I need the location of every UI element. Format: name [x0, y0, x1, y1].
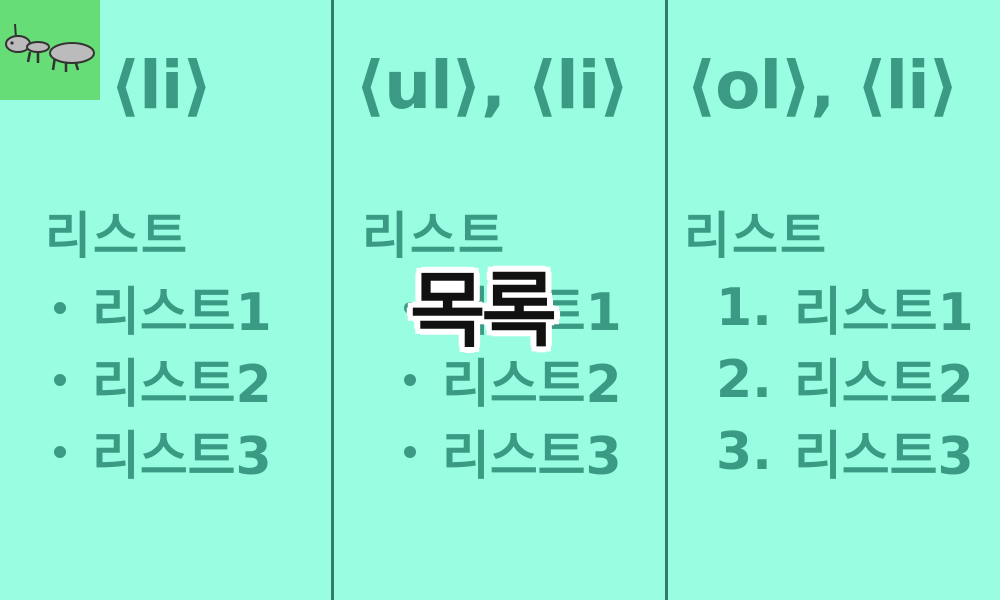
- bullet-marker: [54, 373, 66, 386]
- list-item: 리스트1: [404, 270, 622, 345]
- bullet-marker: [404, 445, 416, 458]
- list-item-text: 리스트3: [92, 427, 272, 487]
- bullet-marker: [54, 445, 66, 458]
- list-item: 리스트2: [404, 342, 622, 417]
- list-item: 3. 리스트3: [716, 414, 974, 489]
- list-title-1: 리스트: [45, 207, 189, 265]
- overlay-title: 목록: [410, 264, 557, 359]
- heading-li: ⟨li⟩: [110, 46, 213, 124]
- heading-ul-li: ⟨ul⟩, ⟨li⟩: [355, 46, 630, 124]
- list-item-text: 리스트3: [442, 427, 622, 487]
- list-title-3: 리스트: [684, 207, 828, 265]
- list-item-text: 리스트1: [92, 283, 272, 343]
- column-divider-2: [665, 0, 668, 600]
- list-item-text: 리스트2: [793, 355, 974, 415]
- list-title-2: 리스트: [362, 207, 506, 265]
- list-item: 리스트1: [54, 270, 272, 345]
- logo: [0, 0, 100, 100]
- list-item-text: 리스트1: [793, 283, 974, 343]
- list-item: 1. 리스트1: [716, 270, 974, 345]
- list-item: 리스트3: [54, 414, 272, 489]
- ant-icon: [5, 23, 95, 72]
- list-item: 2. 리스트2: [716, 342, 974, 417]
- list-item-text: 리스트2: [442, 355, 622, 415]
- list-item-text: 리스트2: [92, 355, 272, 415]
- bullet-marker: [404, 301, 416, 314]
- column-divider-1: [331, 0, 334, 600]
- number-marker: 2.: [716, 349, 772, 410]
- list-item: 리스트2: [54, 342, 272, 417]
- number-marker: 3.: [716, 421, 772, 482]
- list-item-text: 리스트3: [793, 427, 974, 487]
- number-marker: 1.: [716, 277, 772, 338]
- list-item: 리스트3: [404, 414, 622, 489]
- heading-ol-li: ⟨ol⟩, ⟨li⟩: [686, 46, 959, 124]
- list-item-text: 리스트1: [442, 283, 622, 343]
- bullet-marker: [404, 373, 416, 386]
- bullet-marker: [54, 301, 66, 314]
